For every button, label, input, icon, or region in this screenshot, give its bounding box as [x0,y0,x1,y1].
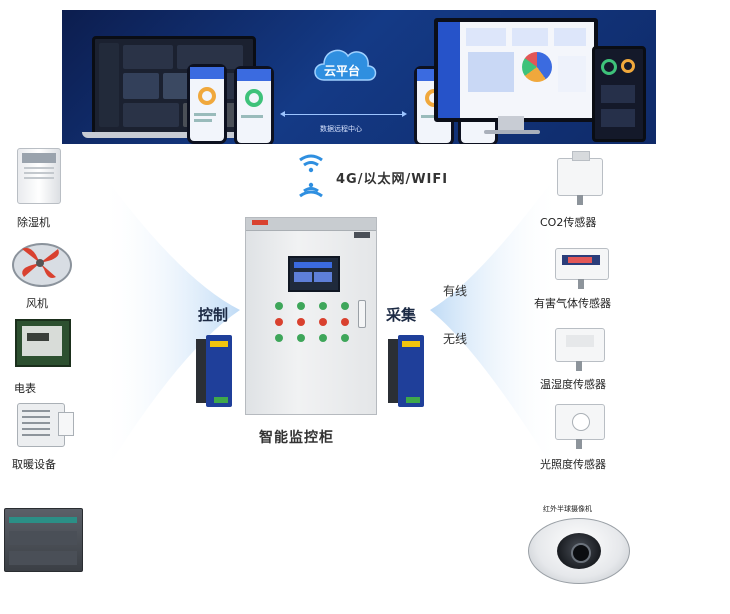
wired-label: 有线 [443,284,468,298]
device-label-light-sensor: 光照度传感器 [540,458,606,471]
device-label-gas-sensor: 有害气体传感器 [534,297,611,310]
dome-camera-icon [528,518,630,584]
device-label-temperature-humidity-sensor: 温湿度传感器 [540,378,606,391]
wifi-icon [299,154,323,198]
data-center-caption: 数据远程中心 [320,125,362,133]
heater-icon [17,403,74,447]
dehumidifier-icon [17,148,61,204]
monitor-dashboard-image [434,18,598,122]
device-label-co2-sensor: CO2传感器 [540,216,597,229]
network-label: 4G/以太网/WIFI [336,172,449,187]
cloud-platform-label: 云平台 [324,64,361,78]
left-connection-fan [100,170,240,480]
collect-label: 采集 [386,306,417,324]
device-label-dehumidifier: 除湿机 [17,216,50,229]
device-label-electric-meter: 电表 [14,382,36,395]
right-connection-fan [430,170,560,480]
wireless-label: 无线 [443,332,468,346]
gas-sensor-icon [555,248,609,289]
light-sensor-icon [555,404,605,449]
cabinet-caption: 智能监控柜 [259,430,334,446]
platform-banner: 云平台 数据远程中心 [62,10,656,144]
collect-gateway-module-icon [388,335,428,407]
plc-icon [4,508,83,572]
control-label: 控制 [198,306,229,324]
cloud-icon [314,49,377,81]
fan-icon [12,243,72,287]
smart-control-cabinet-image [245,217,377,415]
cabinet-display-screen [288,256,340,292]
laptop-dashboard-image [92,36,256,138]
temperature-humidity-sensor-icon [555,328,605,371]
control-gateway-module-icon [196,335,236,407]
device-label-fan: 风机 [26,297,48,310]
co2-sensor-icon [557,151,603,205]
electric-meter-icon [15,319,71,367]
device-label-heater: 取暖设备 [12,458,56,471]
tablet-image [592,46,646,142]
device-label-dome-camera: 红外半球摄像机 [543,505,592,513]
phone-image [187,64,227,144]
phone-image [234,66,274,144]
